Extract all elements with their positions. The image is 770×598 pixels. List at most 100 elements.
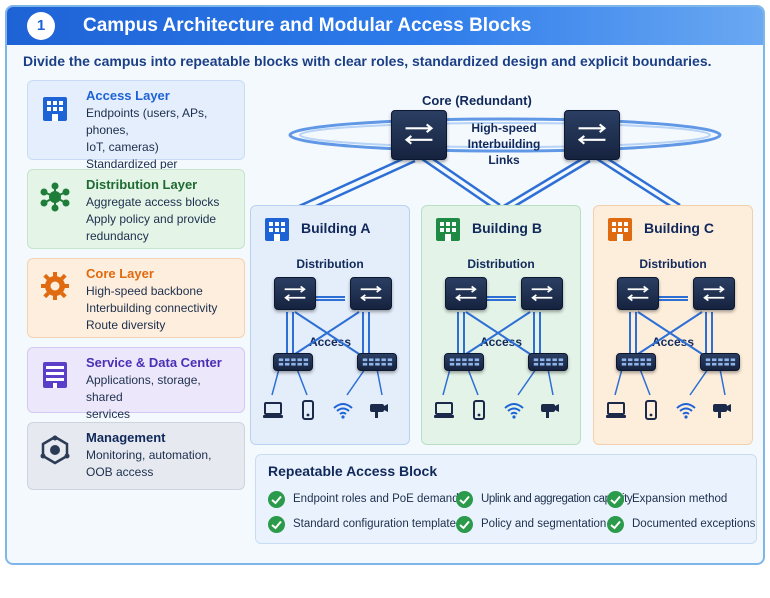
layer-desc: Apply policy and provide xyxy=(86,212,217,226)
building-title: Building B xyxy=(472,220,542,236)
building-a: Building A Distribution Access xyxy=(250,205,410,445)
access-switch xyxy=(528,353,568,371)
building-icon xyxy=(436,218,460,241)
building-icon xyxy=(265,218,289,241)
switch-arrows-icon xyxy=(627,285,649,302)
checklist-text: Standard configuration template xyxy=(293,518,457,530)
switch-ports-icon xyxy=(621,358,652,366)
check-icon xyxy=(456,516,473,533)
building-title: Building A xyxy=(301,220,371,236)
phone-icon xyxy=(302,400,314,420)
distribution-label: Distribution xyxy=(639,257,707,271)
network-nodes-icon xyxy=(40,182,70,212)
laptop-icon xyxy=(263,402,283,418)
layer-card-core: Core Layer High-speed backbone Interbuil… xyxy=(27,258,245,338)
distribution-switch xyxy=(693,277,735,310)
building-icon xyxy=(43,97,67,121)
distribution-switch xyxy=(274,277,316,310)
building-icon xyxy=(608,218,632,241)
switch-ports-icon xyxy=(533,358,564,366)
check-icon xyxy=(456,491,473,508)
layer-title: Access Layer xyxy=(86,88,170,103)
distribution-switch xyxy=(521,277,563,310)
layer-desc: Interbuilding connectivity xyxy=(86,301,218,315)
page-subtitle: Divide the campus into repeatable blocks… xyxy=(23,53,712,69)
switch-arrows-icon xyxy=(284,285,306,302)
switch-arrows-icon xyxy=(360,285,382,302)
camera-icon xyxy=(541,404,559,418)
layer-desc: Endpoints (users, APs, phones, xyxy=(86,106,208,137)
layer-card-management: Management Monitoring, automation, OOB a… xyxy=(27,422,245,490)
layer-desc: services xyxy=(86,407,131,421)
page-title: Campus Architecture and Modular Access B… xyxy=(83,15,532,36)
datacenter-icon xyxy=(43,362,67,388)
laptop-icon xyxy=(434,402,454,418)
checklist-text: Documented exceptions xyxy=(632,518,756,530)
distribution-label: Distribution xyxy=(467,257,535,271)
check-icon xyxy=(268,491,285,508)
wifi-icon xyxy=(333,403,353,419)
checklist-text: Expansion method xyxy=(632,493,728,505)
layer-desc: redundancy xyxy=(86,229,149,243)
layer-desc: OOB access xyxy=(86,465,154,479)
check-icon xyxy=(607,516,624,533)
core-title: Core (Redundant) xyxy=(422,93,532,108)
header-bar: 1 Campus Architecture and Modular Access… xyxy=(7,7,763,45)
core-switch xyxy=(391,110,447,160)
phone-icon xyxy=(645,400,657,420)
layer-desc: Route diversity xyxy=(86,318,166,332)
layer-title: Management xyxy=(86,430,166,445)
management-hex-icon xyxy=(40,435,70,465)
layer-card-access: Access Layer Endpoints (users, APs, phon… xyxy=(27,80,245,188)
access-switch xyxy=(444,353,484,371)
distribution-switch xyxy=(617,277,659,310)
laptop-icon xyxy=(606,402,626,418)
layer-desc: Applications, storage, shared xyxy=(86,373,201,404)
access-switch xyxy=(700,353,740,371)
distribution-switch xyxy=(445,277,487,310)
switch-arrows-icon xyxy=(455,285,477,302)
phone-icon xyxy=(473,400,485,420)
camera-icon xyxy=(370,404,388,418)
building-links-graphic xyxy=(271,296,726,396)
switch-ports-icon xyxy=(362,358,393,366)
switch-ports-icon xyxy=(278,358,309,366)
layer-desc: High-speed backbone xyxy=(86,284,203,298)
switch-ports-icon xyxy=(705,358,736,366)
distribution-switch xyxy=(350,277,392,310)
switch-arrows-icon xyxy=(703,285,725,302)
check-icon xyxy=(607,491,624,508)
wifi-icon xyxy=(676,403,696,419)
access-switch xyxy=(616,353,656,371)
layer-title: Service & Data Center xyxy=(86,355,222,370)
switch-arrows-icon xyxy=(531,285,553,302)
section-number-badge: 1 xyxy=(27,12,55,40)
check-icon xyxy=(268,516,285,533)
access-switch xyxy=(357,353,397,371)
camera-icon xyxy=(713,404,731,418)
core-links-line: High-speed xyxy=(471,121,537,135)
core-links-label: High-speed Interbuilding Links xyxy=(459,120,549,168)
layer-desc: Aggregate access blocks xyxy=(86,195,220,209)
wifi-icon xyxy=(504,403,524,419)
distribution-label: Distribution xyxy=(296,257,364,271)
checklist-text: Endpoint roles and PoE demand xyxy=(293,493,459,505)
layer-card-distribution: Distribution Layer Aggregate access bloc… xyxy=(27,169,245,249)
checklist-text: Uplink and aggregation capacity xyxy=(481,493,633,505)
layer-title: Core Layer xyxy=(86,266,154,281)
repeat-title: Repeatable Access Block xyxy=(268,463,438,479)
switch-arrows-icon xyxy=(404,123,434,145)
core-links-line: Interbuilding Links xyxy=(467,137,541,167)
switch-ports-icon xyxy=(449,358,480,366)
layer-desc: Monitoring, automation, xyxy=(86,448,212,462)
gear-icon xyxy=(41,272,69,300)
layer-desc: IoT, cameras) xyxy=(86,140,159,154)
layer-title: Distribution Layer xyxy=(86,177,198,192)
repeatable-access-block: Repeatable Access Block Endpoint roles a… xyxy=(255,454,757,544)
building-title: Building C xyxy=(644,220,714,236)
layer-card-service: Service & Data Center Applications, stor… xyxy=(27,347,245,421)
checklist-text: Policy and segmentation xyxy=(481,518,607,530)
core-switch xyxy=(564,110,620,160)
switch-arrows-icon xyxy=(577,123,607,145)
core-links-graphic xyxy=(288,117,722,213)
